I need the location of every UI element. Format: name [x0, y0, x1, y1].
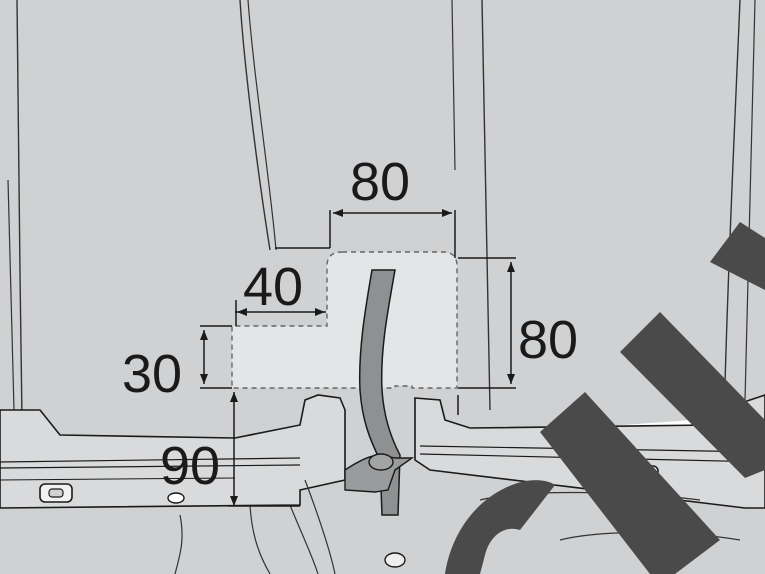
hole-icon	[167, 492, 185, 504]
dimension-label-right-height: 80	[518, 310, 578, 370]
dimension-label-step-width: 40	[243, 257, 303, 317]
dimension-label-bottom-height: 90	[160, 436, 220, 496]
dimension-lines	[200, 209, 516, 507]
cutout-template	[231, 251, 458, 389]
cable-harness	[344, 269, 415, 516]
watermark	[445, 222, 765, 574]
hole-icon	[384, 552, 406, 568]
dimension-label-top-width: 80	[350, 152, 410, 212]
dimension-label-step-height: 30	[122, 344, 182, 404]
left-sill	[0, 394, 346, 509]
